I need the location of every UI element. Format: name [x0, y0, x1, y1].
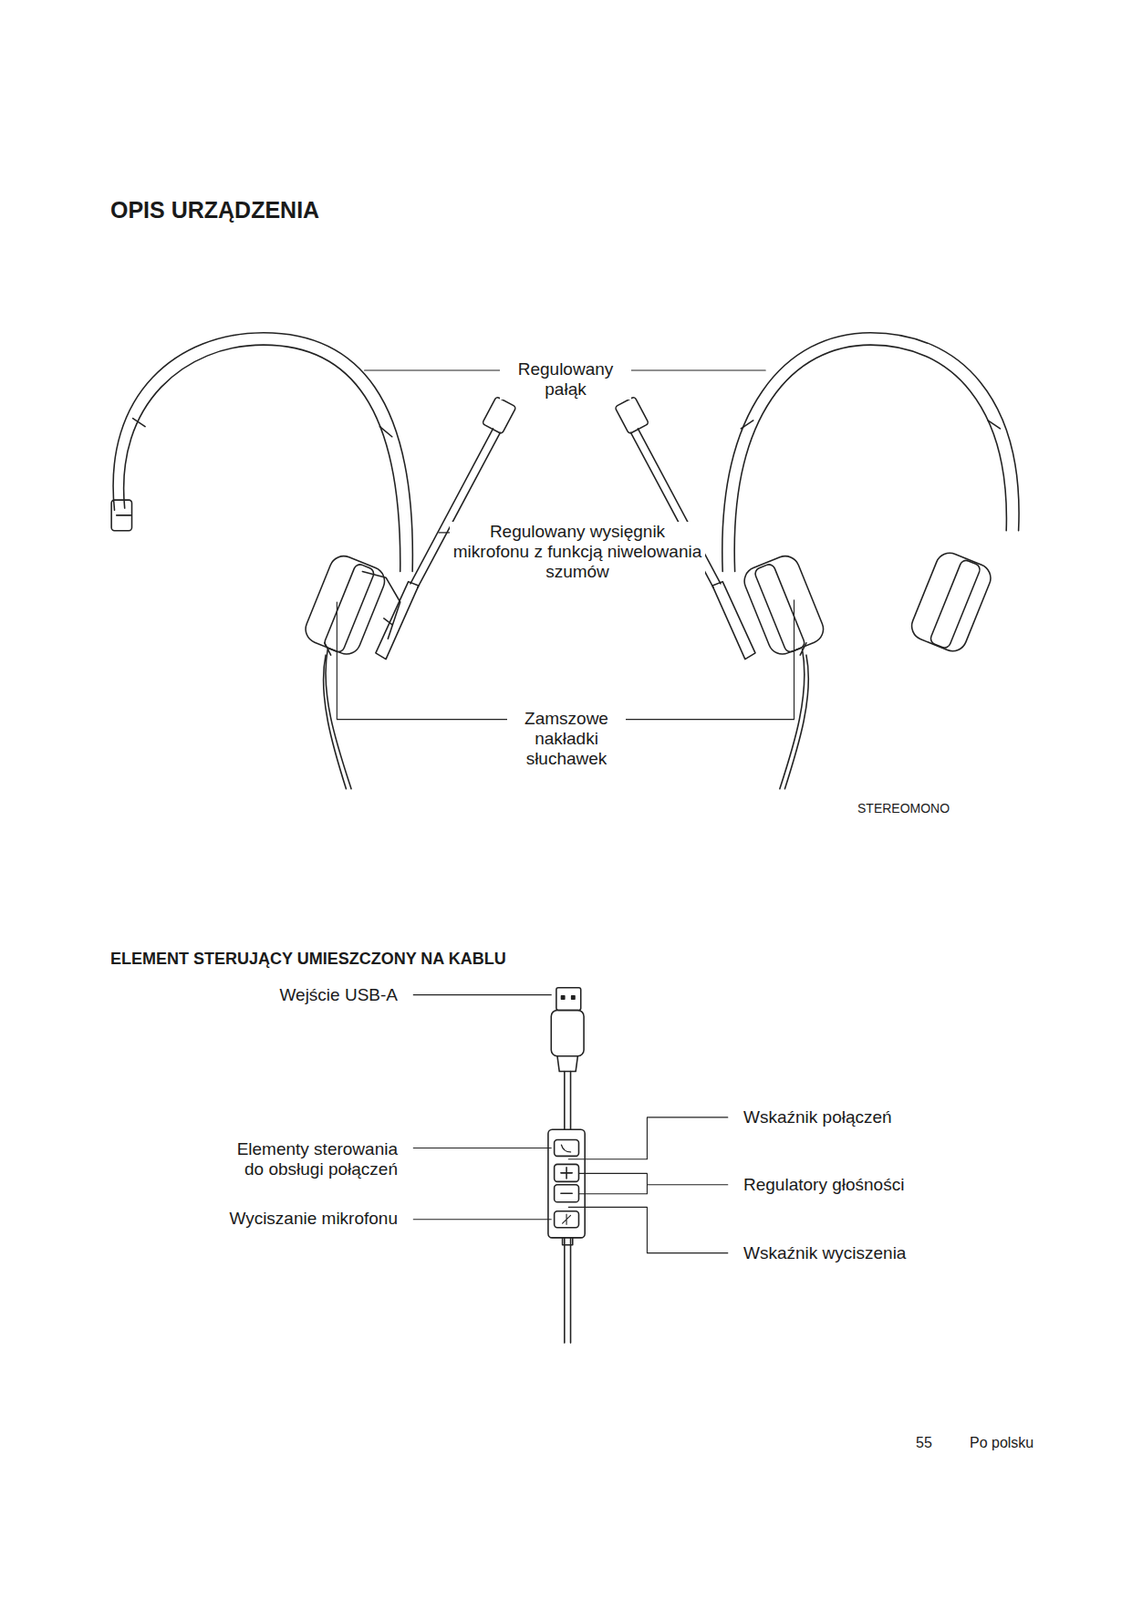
part-label: Regulowany wysięgnik mikrofonu z funkcją… [449, 521, 706, 582]
section-heading: ELEMENT STERUJĄCY UMIESZCZONY NA KABLU [110, 949, 658, 969]
part-label: Zamszowe nakładki słuchawek [507, 708, 626, 769]
leader-lines [336, 370, 794, 720]
part-label: Wejście USB-A [187, 985, 398, 1006]
part-label: Regulowany pałąk [499, 359, 632, 400]
inline-control [548, 987, 585, 1343]
language-label: Po polsku [969, 1433, 1098, 1452]
part-label: Wskaźnik połączeń [743, 1107, 1018, 1128]
part-label: Wskaźnik wyciszenia [743, 1243, 1018, 1264]
page-title: OPIS URZĄDZENIA [110, 197, 320, 223]
part-label: Wyciszanie mikrofonu [169, 1208, 398, 1229]
leader-lines [413, 995, 728, 1254]
part-label: Elementy sterowania do obsługi połączeń [224, 1139, 398, 1180]
part-label: Regulatory głośności [743, 1174, 1018, 1195]
variant-label: STEREOMONO [857, 800, 967, 816]
page-number: 55 [915, 1433, 953, 1452]
